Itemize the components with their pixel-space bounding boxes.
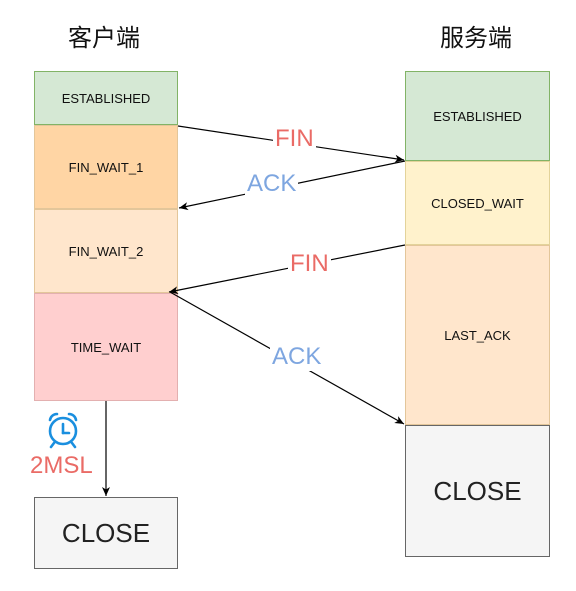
fin-label-2: FIN	[288, 250, 331, 278]
server-title: 服务端	[440, 24, 512, 52]
ack-label-2: ACK	[270, 343, 324, 371]
server-state-last-ack: LAST_ACK	[405, 245, 550, 425]
ack-label-1: ACK	[245, 170, 299, 198]
fin-label-1: FIN	[273, 125, 316, 153]
server-state-closed-wait: CLOSED_WAIT	[405, 161, 550, 245]
client-close-box: CLOSE	[34, 497, 178, 569]
server-close-box: CLOSE	[405, 425, 550, 557]
client-title: 客户端	[68, 24, 140, 52]
client-state-fin-wait-2: FIN_WAIT_2	[34, 209, 178, 293]
alarm-clock-icon	[48, 412, 78, 449]
timer-label: 2MSL	[28, 452, 95, 480]
arrow-fin-server-to-client	[168, 244, 406, 295]
client-state-established: ESTABLISHED	[34, 71, 178, 125]
client-state-fin-wait-1: FIN_WAIT_1	[34, 125, 178, 209]
server-state-established: ESTABLISHED	[405, 71, 550, 161]
client-state-time-wait: TIME_WAIT	[34, 293, 178, 401]
